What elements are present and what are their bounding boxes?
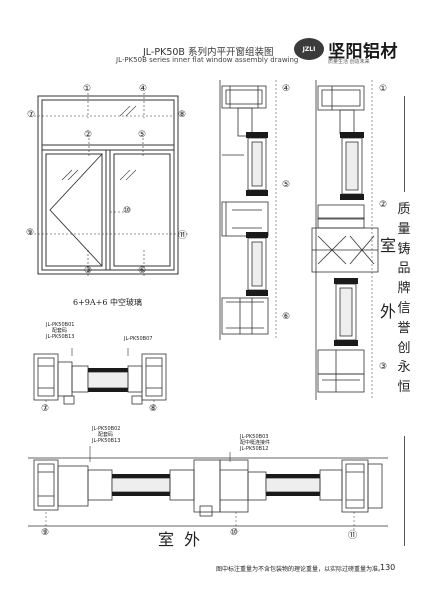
header-title-en: JL-PK50B series inner flat window assemb…	[116, 56, 299, 64]
side-slogan-char: 量	[397, 221, 411, 237]
section-top-label-2: JL-PK50B07	[124, 336, 152, 342]
side-divider-top	[404, 96, 405, 192]
vsec1-marker-5: ⑤	[282, 180, 291, 190]
label-line: JL-PK50B07	[124, 336, 153, 342]
label-line: JL-PK50B02	[92, 426, 121, 432]
elev-marker-11: ⑪	[178, 231, 188, 241]
logo-badge-text: JZLI	[302, 45, 316, 53]
hsec-top-marker-7: ⑦	[41, 404, 50, 414]
vsec-room-label: 室	[380, 236, 397, 255]
elev-marker-1: ①	[83, 84, 92, 94]
label-line: JL-PK50B13	[92, 438, 121, 444]
elev-marker-5: ⑤	[138, 130, 147, 140]
side-slogan-char: 质	[397, 202, 411, 217]
side-divider-bottom	[404, 436, 405, 546]
elev-marker-10: ⑩	[123, 206, 132, 216]
logo-badge: JZLI	[294, 38, 324, 60]
elev-marker-7: ⑦	[27, 110, 36, 120]
vsec1-marker-6: ⑥	[282, 312, 291, 322]
vsec2-marker-3: ③	[379, 362, 388, 372]
footer-note: 图中标注重量为不含包装物的理论重量，以实际过磅重量为准。	[216, 566, 385, 573]
hsec-top-marker-8: ⑧	[149, 404, 158, 414]
elev-marker-6: ⑥	[138, 266, 147, 276]
elev-marker-9: ⑨	[26, 228, 35, 238]
elev-marker-8: ⑧	[178, 110, 187, 120]
elev-marker-4: ④	[139, 84, 148, 94]
hsec-bottom-marker-10: ⑩	[230, 528, 239, 538]
label-line: JL-PK50B13	[46, 334, 75, 340]
side-slogan-char: 恒	[397, 380, 411, 396]
section-bottom-label-2: JL-PK50B03 配中梃连接件 JL-PK50B12	[240, 434, 270, 452]
side-slogan-char: 铸	[397, 241, 411, 257]
label-line: 配套码	[52, 328, 68, 334]
logo-name: 坚阳铝材	[328, 42, 398, 62]
side-slogan-char: 永	[397, 360, 411, 376]
logo-slogan: 质量生活 创造未来	[328, 59, 370, 65]
label-line: 配套码	[98, 432, 114, 438]
side-slogan-char: 誉	[397, 320, 411, 336]
elev-marker-2: ②	[84, 130, 93, 140]
vsec1-marker-4: ④	[282, 84, 291, 94]
glass-caption: 6+9A+6 中空玻璃	[73, 298, 142, 307]
hsec-room-outside-label: 室 外	[158, 530, 201, 549]
label-line: JL-PK50B03	[240, 434, 269, 440]
side-slogan-char: 创	[397, 340, 411, 356]
elev-marker-3: ③	[84, 266, 93, 276]
section-top-label-1: JL-PK50B01 配套码 JL-PK50B13	[46, 322, 74, 340]
label-line: JL-PK50B12	[240, 446, 269, 452]
vsec-outside-label: 外	[380, 302, 397, 321]
vsec2-marker-2: ②	[379, 200, 388, 210]
side-slogan-char: 信	[397, 300, 411, 316]
side-slogan-char: 品	[397, 261, 411, 277]
page-number: 130	[380, 563, 396, 572]
label-line: JL-PK50B01	[46, 322, 75, 328]
header-title-cn: JL-PK50B 系列内平开窗组装图	[143, 47, 274, 58]
side-slogan-char: 牌	[397, 281, 411, 297]
label-line: 配中梃连接件	[240, 440, 271, 446]
section-bottom-label-1: JL-PK50B02 配套码 JL-PK50B13	[92, 426, 120, 444]
vsec2-marker-1: ①	[379, 84, 388, 94]
side-slogan: 质 量 铸 品 牌 信 誉 创 永 恒	[397, 200, 411, 398]
hsec-bottom-marker-11: ⑪	[348, 531, 358, 541]
hsec-bottom-marker-9: ⑨	[41, 528, 50, 538]
